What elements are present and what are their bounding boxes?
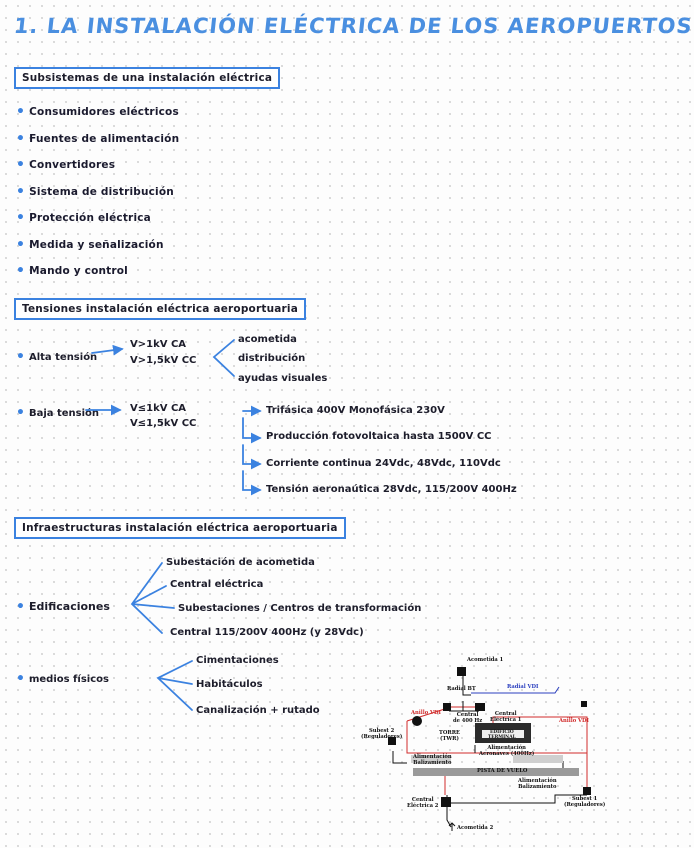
label-radial-vdi: Radial VDI	[507, 684, 539, 690]
label-acometida1: Acometida 1	[467, 657, 504, 663]
subsystem-list: •Consumidores eléctricos •Fuentes de ali…	[16, 103, 179, 289]
list-item: •Protección eléctrica	[16, 210, 151, 226]
bullet-icon: •	[16, 349, 25, 365]
alta-branch-ayudas: ayudas visuales	[238, 373, 328, 384]
edif-branch-acometida: Subestación de acometida	[166, 557, 315, 568]
bullet-icon: •	[16, 236, 26, 253]
section-heading-infraestructuras: Infraestructuras instalación eléctrica a…	[14, 517, 346, 539]
list-item: •Mando y control	[16, 263, 128, 279]
label-acometida2: Acometida 2	[457, 825, 494, 831]
baja-item-trifasica: Trifásica 400V Monofásica 230V	[266, 405, 445, 416]
label-subest1: Subest 1 (Reguladores)	[564, 796, 606, 808]
bullet-icon: •	[16, 104, 26, 120]
bullet-icon: •	[16, 599, 25, 615]
alta-v1: V>1kV CA	[130, 339, 187, 350]
label-anillo-vdi-right: Anillo VDI	[559, 718, 589, 724]
medios-fisicos-label: •medios físicos	[16, 671, 109, 687]
label-radial-bt: Radial BT	[447, 686, 476, 692]
alta-tension-label: •Alta tensión	[16, 349, 98, 365]
bullet-icon: •	[16, 130, 26, 147]
edif-branch-central-400: Central 115/200V 400Hz (y 28Vdc)	[170, 627, 364, 638]
edificaciones-label: •Edificaciones	[16, 599, 110, 615]
label-central-e1: Central Eléctrica 1	[490, 711, 522, 723]
fis-branch-canalizacion: Canalización + rutado	[196, 705, 320, 716]
baja-item-aeronautica: Tensión aeronaútica 28Vdc, 115/200V 400H…	[266, 484, 517, 495]
bullet-icon: •	[16, 210, 26, 226]
bullet-icon: •	[16, 405, 25, 421]
airport-electrical-diagram: Acometida 1 Radial BT Radial VDI Central…	[355, 655, 605, 845]
label-subest2: Subest 2 (Reguladores)	[361, 728, 403, 740]
bullet-icon: •	[16, 183, 26, 200]
label-pista: PISTA DE VUELO	[477, 768, 528, 774]
edif-branch-subestaciones: Subestaciones / Centros de transformació…	[178, 603, 422, 614]
baja-item-fotovoltaica: Producción fotovoltaica hasta 1500V CC	[266, 431, 492, 442]
fis-branch-habitaculos: Habitáculos	[196, 679, 263, 690]
bullet-icon: •	[16, 157, 26, 173]
label-alim-bal-left: Alimentación Balizamiento	[413, 754, 452, 766]
list-item: •Medida y señalización	[16, 236, 164, 253]
baja-item-continua: Corriente continua 24Vdc, 48Vdc, 110Vdc	[266, 458, 501, 469]
label-alim-bal-right: Alimentación Balizamiento	[518, 778, 557, 790]
diagram-lines	[388, 667, 591, 831]
bullet-icon: •	[16, 671, 25, 687]
label-anillo-vdi-left: Anillo VDI	[411, 710, 441, 716]
baja-v1: V≤1kV CA	[130, 403, 187, 414]
section-heading-subsistemas: Subsistemas de una instalación eléctrica	[14, 67, 281, 89]
label-central400: Central de 400 Hz	[453, 712, 483, 724]
baja-v2: V≤1,5kV CC	[130, 418, 197, 429]
runway-block	[413, 768, 579, 776]
label-torre: TORRE (TWR)	[439, 730, 460, 742]
label-alim-aeronaves: Alimentación Aeronaves (400Hz)	[479, 745, 535, 757]
bullet-icon: •	[16, 263, 26, 279]
connector-arrows	[85, 339, 262, 711]
alta-branch-distribucion: distribución	[238, 353, 306, 364]
list-item: •Convertidores	[16, 157, 116, 173]
baja-tension-label: •Baja tensión	[16, 405, 100, 421]
alta-branch-acometida: acometida	[238, 334, 297, 345]
edif-branch-central: Central eléctrica	[170, 579, 264, 590]
alta-v2: V>1,5kV CC	[130, 355, 197, 366]
section-heading-tensiones: Tensiones instalación eléctrica aeroport…	[14, 298, 306, 320]
list-item: •Consumidores eléctricos	[16, 104, 179, 120]
fis-branch-cimentaciones: Cimentaciones	[196, 655, 279, 666]
label-central-e2: Central Eléctrica 2	[407, 797, 439, 809]
node-acometida1	[457, 667, 466, 676]
list-item: •Fuentes de alimentación	[16, 130, 180, 147]
list-item: •Sistema de distribución	[16, 183, 174, 200]
label-edificio: EDIFICIO TERMINAL	[488, 730, 516, 741]
